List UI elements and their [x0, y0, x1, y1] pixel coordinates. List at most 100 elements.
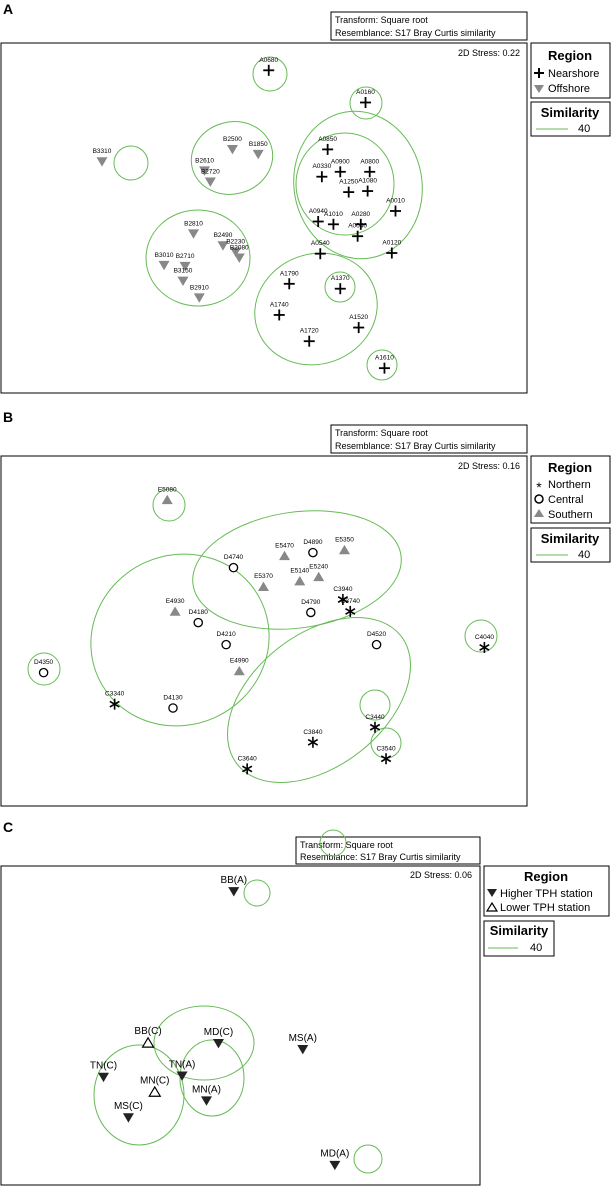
point-label: C3840 — [303, 729, 323, 736]
point-label: B2720 — [201, 168, 220, 175]
cluster-ellipse — [93, 1044, 185, 1146]
point-label: B3310 — [93, 148, 112, 155]
data-point: E5370 — [254, 573, 273, 591]
data-point: MN(A) — [192, 1084, 221, 1106]
data-point: B2500 — [223, 136, 242, 155]
data-point: A1080 — [358, 178, 377, 197]
triangle-down-gray-marker — [188, 229, 200, 239]
data-point: E5350 — [335, 536, 354, 555]
data-point: B3310 — [93, 148, 112, 167]
triangle-down-black-marker — [228, 887, 240, 897]
data-point: MS(C) — [114, 1101, 143, 1123]
data-point: D4210 — [217, 631, 236, 650]
point-label: A0040 — [348, 223, 367, 230]
panel-a-region-legend — [530, 42, 611, 99]
point-label: B2500 — [223, 136, 242, 143]
triangle-up-gray-marker — [279, 550, 291, 561]
panel-b-legend-northern: Northern — [548, 479, 591, 491]
cluster-circle — [464, 619, 498, 653]
panel-c-region-legend — [483, 865, 610, 917]
circle-marker — [306, 607, 316, 618]
point-label: D4180 — [189, 609, 209, 616]
point-label: E5240 — [309, 563, 328, 570]
panel-a-similarity-title: Similarity — [541, 105, 600, 120]
data-point: B3150 — [174, 268, 193, 286]
cluster-ellipse — [90, 553, 270, 727]
point-label: C4040 — [475, 634, 495, 641]
data-point: A1740 — [270, 301, 289, 321]
plus-marker — [353, 322, 365, 334]
triangle-up-gray-marker — [294, 576, 306, 586]
triangle-up-gray-icon — [534, 509, 544, 517]
cluster-circle — [359, 689, 391, 721]
point-label: TN(C) — [90, 1061, 117, 1072]
data-point: TN(A) — [169, 1059, 195, 1081]
data-point: B2910 — [190, 284, 209, 303]
cluster-circle — [113, 145, 149, 181]
asterisk-marker — [109, 698, 120, 710]
data-point: TN(C) — [90, 1061, 117, 1083]
data-point: B2710 — [176, 253, 195, 272]
triangle-up-gray-marker — [257, 581, 269, 591]
panel-a-similarity-legend — [530, 101, 611, 137]
circle-open-icon — [534, 494, 544, 504]
circle-marker — [371, 639, 382, 650]
point-label: E4990 — [230, 657, 249, 664]
plus-marker — [327, 218, 339, 230]
cluster-circle — [27, 652, 61, 686]
triangle-down-black-marker — [329, 1160, 341, 1171]
panel-c-clusters — [93, 829, 383, 1174]
triangle-up-open-marker — [141, 1036, 155, 1048]
plus-marker — [390, 205, 401, 217]
panel-a-clusters — [113, 56, 423, 381]
data-point: MD(A) — [320, 1149, 349, 1171]
panel-b-transform-box — [330, 424, 528, 454]
panel-a-legend-offshore: Offshore — [548, 83, 590, 95]
data-point: B2490 — [214, 232, 233, 251]
triangle-down-gray-marker — [226, 145, 238, 155]
plus-marker — [263, 64, 275, 76]
data-point: A0280 — [351, 211, 371, 230]
data-point: MD(C) — [204, 1027, 233, 1049]
data-point: A0900 — [331, 158, 350, 178]
point-label: E5080 — [158, 486, 177, 493]
asterisk-marker — [242, 763, 253, 775]
triangle-down-gray-marker — [204, 177, 216, 187]
cluster-circle — [353, 1144, 383, 1174]
circle-marker — [38, 667, 49, 678]
data-point: BB(A) — [220, 875, 247, 897]
circle-marker — [308, 547, 318, 558]
panel-a-resemblance-text: Resemblance: S17 Bray Curtis similarity — [335, 28, 496, 38]
panel-a-letter: A — [3, 1, 13, 17]
point-label: BB(A) — [220, 875, 247, 886]
plus-marker — [360, 97, 372, 108]
triangle-up-gray-marker — [233, 665, 245, 676]
data-point: A0940 — [309, 208, 328, 227]
point-label: A1790 — [280, 270, 299, 277]
data-point: A0540 — [311, 240, 330, 260]
data-point: E4930 — [166, 598, 185, 616]
triangle-down-black-marker — [200, 1096, 212, 1106]
panel-b-legend-central: Central — [548, 494, 583, 506]
point-label: A0900 — [331, 158, 350, 165]
plus-marker — [273, 309, 285, 321]
cluster-circle — [252, 56, 288, 92]
point-label: D4520 — [367, 631, 387, 638]
plus-marker — [334, 166, 346, 178]
data-point: A0010 — [386, 198, 405, 217]
triangle-up-gray-marker — [313, 571, 325, 582]
triangle-down-black-marker — [176, 1071, 188, 1081]
data-point: B2810 — [184, 220, 203, 239]
data-point: A1250 — [339, 179, 358, 198]
panel-c-similarity-legend — [483, 920, 555, 957]
circle-marker — [193, 617, 204, 628]
cluster-ellipse — [295, 132, 395, 236]
panel-c-transform-text: Transform: Square root — [300, 840, 393, 850]
data-point: A1610 — [375, 355, 394, 374]
data-point: A1790 — [280, 270, 299, 290]
asterisk-marker — [337, 594, 349, 605]
data-point: B2080 — [230, 244, 249, 263]
point-label: D4130 — [163, 695, 183, 702]
plus-marker — [316, 171, 328, 183]
panel-c-transform-box — [295, 836, 481, 865]
